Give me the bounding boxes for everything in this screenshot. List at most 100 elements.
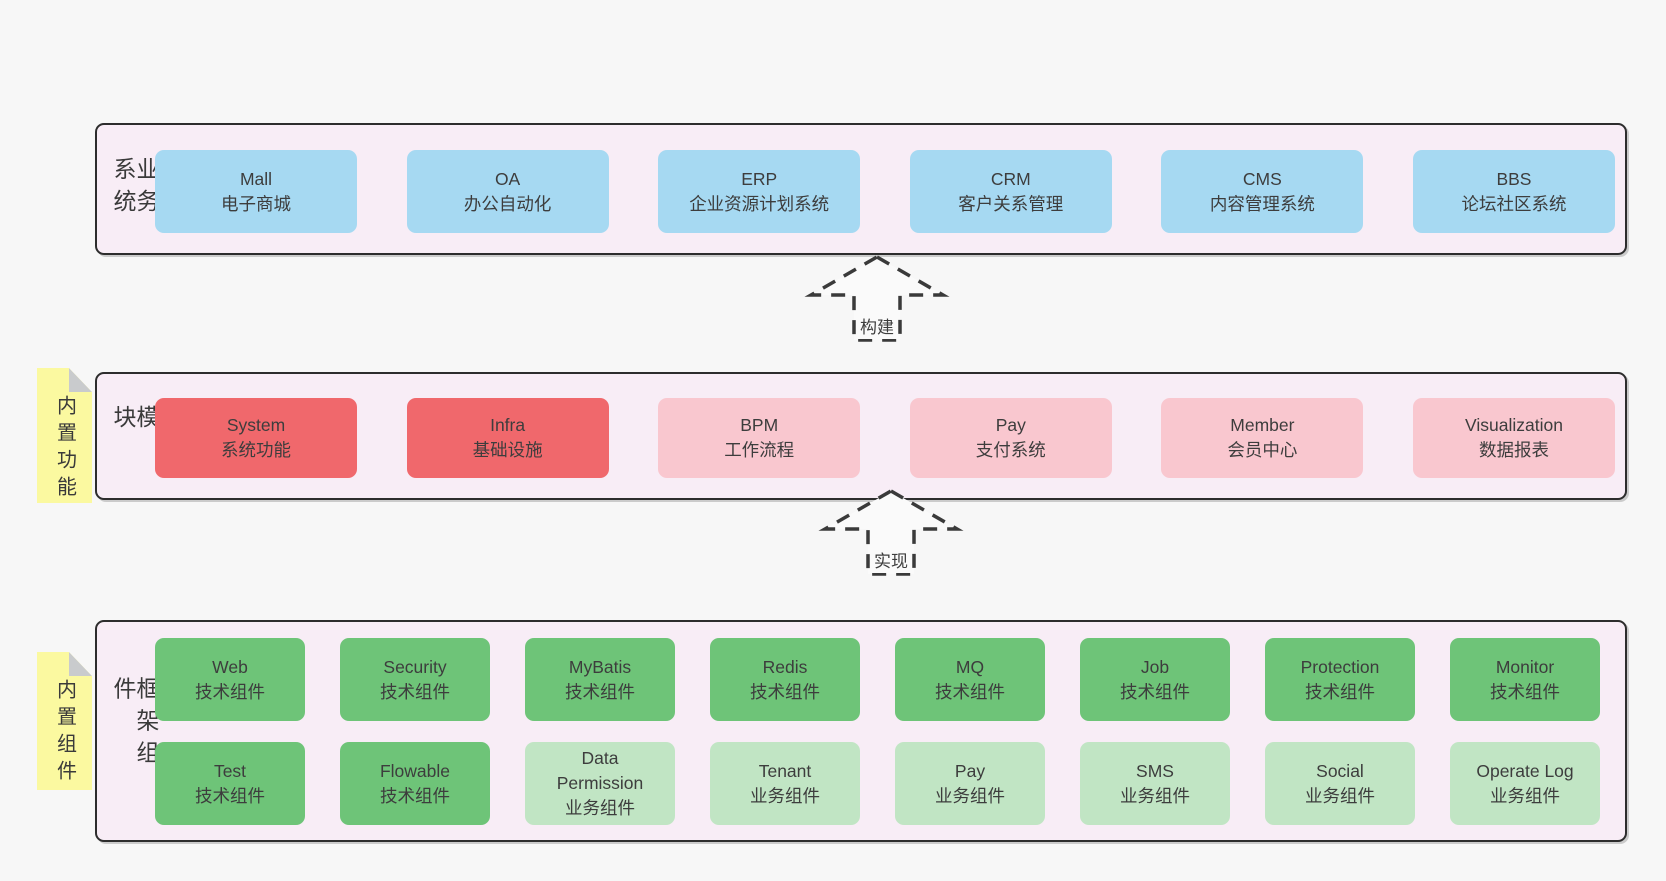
box-system: System 系统功能	[155, 398, 357, 478]
box-subtitle: 技术组件	[1305, 681, 1375, 702]
folded-corner-icon	[69, 652, 92, 676]
box-title: MyBatis	[568, 656, 632, 677]
arrow-build-label: 构建	[857, 312, 897, 339]
box-subtitle: 技术组件	[1120, 681, 1190, 702]
box-web: Web 技术组件	[155, 638, 305, 721]
box-redis: Redis 技术组件	[710, 638, 860, 721]
box-title: Job	[1140, 656, 1170, 677]
folded-corner-icon	[69, 368, 92, 392]
box-cms: CMS 内容管理系统	[1161, 150, 1364, 233]
box-title: ERP	[741, 168, 778, 189]
box-bbs: BBS 论坛社区系统	[1412, 150, 1615, 233]
box-bpm: BPM 工作流程	[658, 398, 861, 478]
box-subtitle: 数据报表	[1478, 440, 1549, 460]
box-title: Tenant	[758, 760, 812, 781]
box-subtitle: 技术组件	[380, 785, 450, 806]
box-crm: CRM 客户关系管理	[909, 150, 1112, 233]
box-subtitle: 基础设施	[472, 440, 543, 460]
box-title: Web	[212, 656, 248, 677]
box-subtitle: 办公自动化	[463, 193, 552, 214]
box-title: CRM	[990, 168, 1031, 189]
layer-framework-components: 框架组件 Web 技术组件 Security 技术组件 MyBatis 技术组件…	[95, 620, 1627, 842]
box-subtitle: 支付系统	[975, 440, 1046, 460]
box-visualization: Visualization 数据报表	[1412, 398, 1615, 478]
box-subtitle: 技术组件	[1490, 681, 1560, 702]
box-subtitle: 系统功能	[221, 440, 291, 460]
box-subtitle: 电子商城	[221, 193, 291, 214]
box-protection: Protection 技术组件	[1265, 638, 1415, 721]
box-subtitle: 会员中心	[1227, 440, 1298, 460]
box-title: System	[226, 415, 286, 435]
layer-framework-label: 框架组件	[110, 676, 159, 773]
box-job: Job 技术组件	[1080, 638, 1230, 721]
box-title: Security	[383, 656, 447, 677]
box-subtitle: 技术组件	[380, 681, 450, 702]
box-subtitle: 业务组件	[935, 785, 1005, 806]
box-row: Test 技术组件 Flowable 技术组件 Data Permission …	[155, 742, 1600, 825]
box-subtitle: 技术组件	[195, 681, 265, 702]
box-title: Member	[1230, 415, 1295, 435]
box-pay-business: Pay 业务组件	[895, 742, 1045, 825]
box-subtitle: 业务组件	[1120, 785, 1190, 806]
note-built-in-components: 内置组件	[37, 652, 92, 790]
box-title: Visualization	[1465, 415, 1563, 435]
box-subtitle: 论坛社区系统	[1461, 193, 1567, 214]
box-monitor: Monitor 技术组件	[1450, 638, 1600, 721]
box-subtitle: 业务组件	[1490, 785, 1560, 806]
box-subtitle: 业务组件	[1305, 785, 1375, 806]
layer-common-modules: 通用模块 System 系统功能 Infra 基础设施 BPM 工作流程 Pay…	[95, 372, 1627, 500]
box-title: Test	[213, 760, 247, 781]
box-mall: Mall 电子商城	[155, 150, 357, 233]
box-title: Social	[1316, 760, 1364, 781]
box-subtitle: 技术组件	[750, 681, 820, 702]
box-flowable: Flowable 技术组件	[340, 742, 490, 825]
box-row: System 系统功能 Infra 基础设施 BPM 工作流程 Pay 支付系统…	[155, 398, 1615, 478]
box-title: Operate Log	[1476, 760, 1574, 781]
box-operate-log: Operate Log 业务组件	[1450, 742, 1600, 825]
box-subtitle: 内容管理系统	[1209, 193, 1315, 214]
box-title: Pay	[954, 760, 986, 781]
box-oa: OA 办公自动化	[406, 150, 609, 233]
box-subtitle: 客户关系管理	[958, 193, 1064, 214]
box-subtitle: 技术组件	[935, 681, 1005, 702]
arrow-up-build: 构建	[797, 252, 957, 344]
dashed-up-arrow-icon	[804, 254, 950, 342]
box-title: Monitor	[1495, 656, 1555, 677]
box-subtitle: 业务组件	[565, 798, 635, 818]
box-data-permission: Data Permission 业务组件	[525, 742, 675, 825]
box-title: BPM	[740, 415, 779, 435]
box-title: Pay	[995, 415, 1026, 435]
box-row: Mall 电子商城 OA 办公自动化 ERP 企业资源计划系统 CRM 客户关系…	[155, 150, 1615, 233]
box-sms: SMS 业务组件	[1080, 742, 1230, 825]
box-subtitle: 工作流程	[724, 440, 795, 460]
box-subtitle: 技术组件	[195, 785, 265, 806]
box-title: Redis	[762, 656, 808, 677]
note-built-in-functions: 内置功能	[37, 368, 92, 503]
box-mq: MQ 技术组件	[895, 638, 1045, 721]
arrow-implement-label: 实现	[871, 546, 911, 573]
box-subtitle: 企业资源计划系统	[689, 193, 830, 214]
box-tenant: Tenant 业务组件	[710, 742, 860, 825]
box-title: BBS	[1496, 168, 1532, 189]
note-text: 内置功能	[53, 395, 76, 503]
box-security: Security 技术组件	[340, 638, 490, 721]
layer-business-systems: 业务系统 Mall 电子商城 OA 办公自动化 ERP 企业资源计划系统 CRM…	[95, 123, 1627, 255]
box-title: Protection	[1300, 656, 1380, 677]
note-text: 内置组件	[53, 679, 76, 787]
layer-business-label: 业务系统	[110, 157, 159, 221]
box-title: MQ	[955, 656, 985, 677]
arrow-up-implement: 实现	[811, 486, 971, 578]
box-title: SMS	[1136, 760, 1174, 781]
box-row: Web 技术组件 Security 技术组件 MyBatis 技术组件 Redi…	[155, 638, 1600, 721]
box-erp: ERP 企业资源计划系统	[658, 150, 861, 233]
box-member: Member 会员中心	[1161, 398, 1364, 478]
box-infra: Infra 基础设施	[406, 398, 609, 478]
box-title: Mall	[239, 168, 273, 189]
box-mybatis: MyBatis 技术组件	[525, 638, 675, 721]
dashed-up-arrow-icon	[818, 488, 964, 576]
box-subtitle: 技术组件	[565, 681, 635, 702]
box-title: Data Permission	[556, 748, 644, 793]
box-title: Flowable	[379, 760, 451, 781]
box-test: Test 技术组件	[155, 742, 305, 825]
